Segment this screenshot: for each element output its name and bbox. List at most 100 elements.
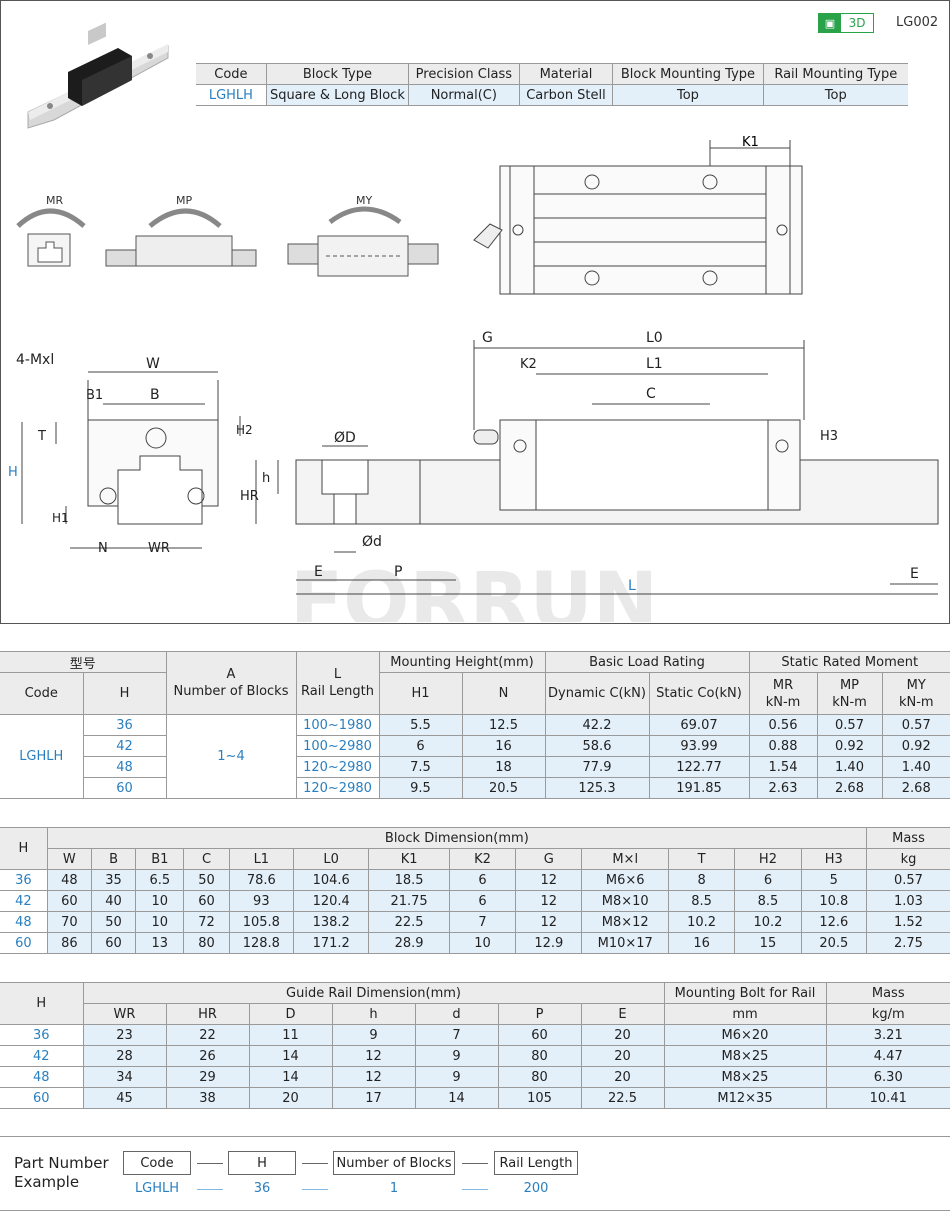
3d-view-button[interactable]: ▣ 3D xyxy=(818,13,874,33)
summary-value: Carbon Stell xyxy=(519,84,614,106)
table-cell: 86 xyxy=(46,932,92,954)
table-row-h: 48 xyxy=(83,756,167,778)
h3-label: H3 xyxy=(820,429,838,444)
table-cell: 9 xyxy=(414,1066,499,1088)
pn-blocks-value: 1 xyxy=(389,1181,399,1196)
column-header: D xyxy=(248,1003,333,1025)
code-cell: LGHLH xyxy=(0,714,84,799)
table-cell: 13 xyxy=(135,932,185,954)
table-cell: 14 xyxy=(414,1087,499,1109)
l1-label: L1 xyxy=(646,356,663,372)
table-cell: 1.40 xyxy=(816,756,883,778)
h-label: H xyxy=(8,465,18,480)
mass-cell: 6.30 xyxy=(825,1066,950,1088)
b1-label: B1 xyxy=(86,388,103,403)
table-cell: 34 xyxy=(82,1066,167,1088)
table-cell: 80 xyxy=(497,1066,582,1088)
summary-value: Square & Long Block xyxy=(266,84,410,106)
k1-label: K1 xyxy=(742,135,759,150)
moment-labels: MR MP MY xyxy=(46,194,372,207)
table-cell: 20 xyxy=(580,1024,665,1046)
pn-length-value: 200 xyxy=(523,1181,549,1196)
e-label-left: E xyxy=(314,564,323,580)
table-cell: 105 xyxy=(497,1087,582,1109)
table-cell: 12 xyxy=(331,1045,416,1067)
t-label: T xyxy=(37,429,46,444)
summary-header: Block Type xyxy=(266,63,410,85)
column-header: HR xyxy=(165,1003,250,1025)
rail-length-cell: 100~1980 xyxy=(295,714,380,736)
my-label: MY xyxy=(356,194,372,207)
table-cell: 22.5 xyxy=(580,1087,665,1109)
blocks-cell: 1~4 xyxy=(165,714,297,799)
table-row-h: 42 xyxy=(83,735,167,757)
table-cell: 7 xyxy=(414,1024,499,1046)
h-small-label: h xyxy=(262,471,270,486)
table-cell: M8×10 xyxy=(581,890,669,912)
table-cell: 0.56 xyxy=(748,714,818,736)
row-h: 60 xyxy=(0,1087,84,1109)
bolt-cell: M6×20 xyxy=(663,1024,827,1046)
row-h: 48 xyxy=(0,911,48,933)
l0-label: L0 xyxy=(646,330,663,346)
table-cell: 60 xyxy=(183,890,230,912)
rail-length-cell: 100~2980 xyxy=(295,735,380,757)
column-header: B1 xyxy=(135,848,185,870)
table-cell: 105.8 xyxy=(228,911,294,933)
pn-code-value: LGHLH xyxy=(134,1181,180,1196)
pn-separator xyxy=(462,1163,488,1164)
summary-header: Code xyxy=(196,63,267,85)
pn-value-separator xyxy=(197,1189,223,1190)
table-cell: 9 xyxy=(331,1024,416,1046)
table-cell: 11 xyxy=(248,1024,333,1046)
row-h: 36 xyxy=(0,1024,84,1046)
summary-value: Top xyxy=(763,84,908,106)
static-header: Static Co(kN) xyxy=(648,672,750,715)
mass-cell: 3.21 xyxy=(825,1024,950,1046)
front-view xyxy=(21,371,241,549)
table-cell: 80 xyxy=(183,932,230,954)
table-cell: 6 xyxy=(734,869,802,891)
table-cell: 10.2 xyxy=(667,911,736,933)
table-cell: 23 xyxy=(82,1024,167,1046)
bolt-cell: M8×25 xyxy=(663,1066,827,1088)
column-header: H3 xyxy=(800,848,867,870)
table-cell: 14 xyxy=(248,1045,333,1067)
table-cell: 191.85 xyxy=(648,777,750,799)
mass-cell: 2.75 xyxy=(865,932,950,954)
table-cell: 10 xyxy=(135,911,185,933)
k2-label: K2 xyxy=(520,357,537,372)
summary-header: Rail Mounting Type xyxy=(763,63,908,85)
row-h: 48 xyxy=(0,1066,84,1088)
moment-header: Static Rated Moment xyxy=(748,651,950,673)
watermark: FORRUN xyxy=(290,557,658,622)
table-cell: 18 xyxy=(461,756,546,778)
od-label: ØD xyxy=(334,430,356,446)
mass-header: Mass xyxy=(865,827,950,849)
mass-cell: 1.52 xyxy=(865,911,950,933)
column-header: K2 xyxy=(448,848,517,870)
product-photo xyxy=(27,22,169,129)
table-cell: 20 xyxy=(248,1087,333,1109)
table-cell: 22.5 xyxy=(368,911,450,933)
moment-arrows xyxy=(16,206,402,228)
table-cell: 72 xyxy=(183,911,230,933)
column-header: C xyxy=(183,848,230,870)
hr-label: HR xyxy=(240,489,259,504)
table-cell: 48 xyxy=(46,869,92,891)
summary-value: Normal(C) xyxy=(408,84,520,106)
table-cell: 58.6 xyxy=(544,735,650,757)
table-cell: 77.9 xyxy=(544,756,650,778)
wr-label: WR xyxy=(148,541,170,556)
table-cell: 0.57 xyxy=(816,714,883,736)
pn-blocks-box: Number of Blocks xyxy=(333,1151,455,1175)
table-cell: 8.5 xyxy=(734,890,802,912)
